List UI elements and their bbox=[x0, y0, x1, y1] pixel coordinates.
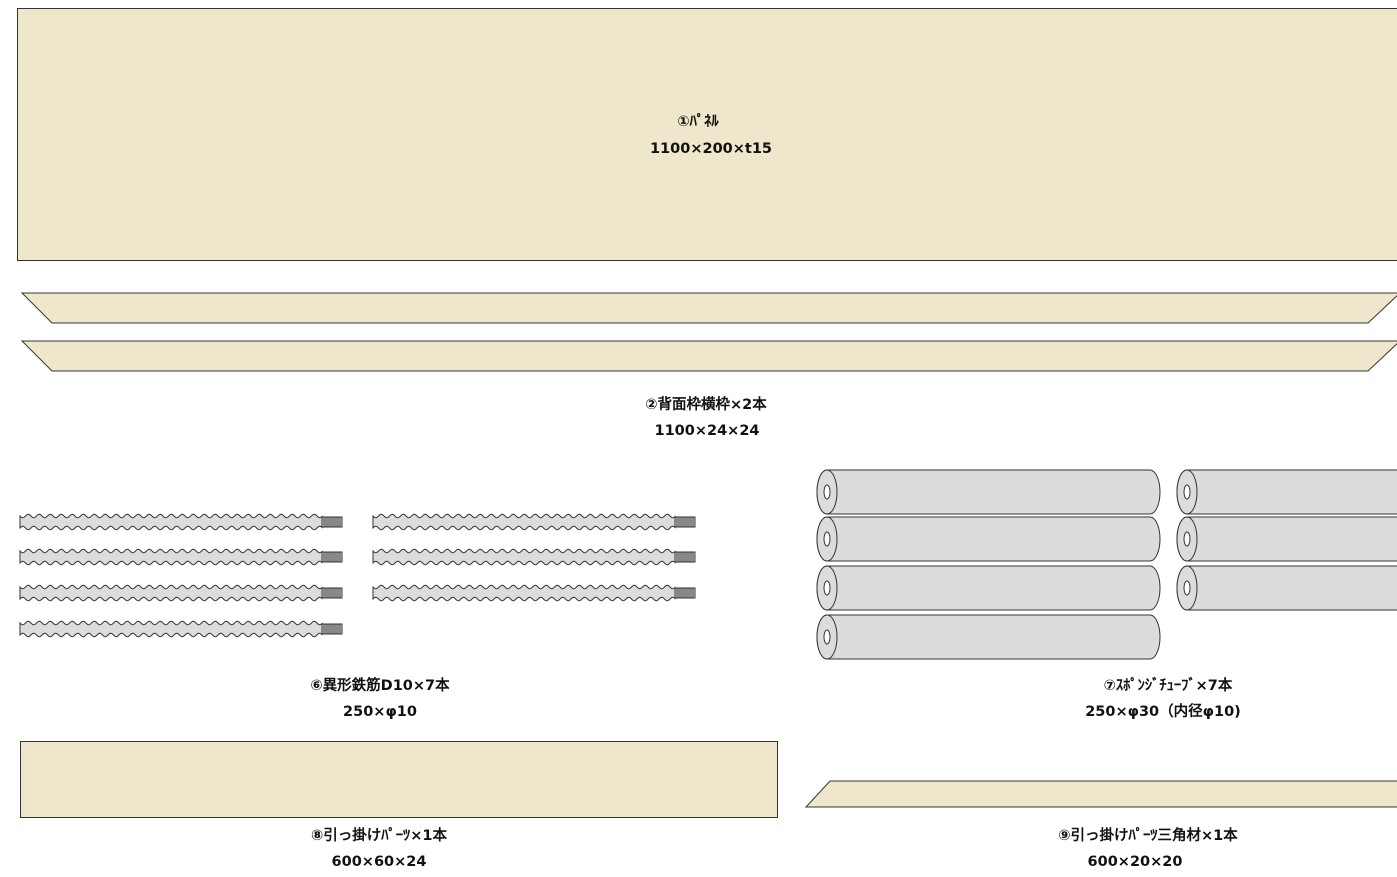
rebar-bar bbox=[372, 584, 696, 602]
back-frame-name: ②背面枠横枠×2本 bbox=[645, 395, 767, 413]
sponge-tube bbox=[816, 614, 1161, 660]
hook-part: ⑧引っ掛けﾊﾟｰﾂ×1本 600×60×24 bbox=[20, 741, 778, 870]
panel-board bbox=[17, 8, 1397, 261]
panel-part: ①ﾊﾟﾈﾙ 1100×200×t15 bbox=[17, 8, 1397, 261]
hook-part-board bbox=[20, 741, 778, 818]
hook-triangle-part: ⑨引っ掛けﾊﾟｰﾂ三角材×1本 600×20×20 bbox=[804, 780, 1397, 870]
sponge-tube-part: ⑦ｽﾎﾟﾝｼﾞﾁｭｰﾌﾞ×7本 250×φ30（内径φ10) bbox=[816, 469, 1397, 720]
sponge-tube-name: ⑦ｽﾎﾟﾝｼﾞﾁｭｰﾌﾞ×7本 bbox=[1104, 676, 1233, 694]
back-frame-part: ②背面枠横枠×2本 1100×24×24 bbox=[20, 292, 1397, 439]
rebar-bar bbox=[19, 548, 343, 566]
rebar-bar bbox=[372, 548, 696, 566]
hook-triangle-bar bbox=[804, 780, 1397, 808]
hook-triangle-size: 600×20×20 bbox=[1088, 854, 1183, 870]
sponge-tube bbox=[1176, 565, 1397, 611]
back-frame-rail bbox=[20, 340, 1397, 372]
rebar-name: ⑥異形鉄筋D10×7本 bbox=[310, 676, 450, 694]
sponge-tube bbox=[1176, 469, 1397, 515]
rebar-bar bbox=[19, 620, 343, 638]
hook-part-name: ⑧引っ掛けﾊﾟｰﾂ×1本 bbox=[311, 826, 448, 844]
rebar-size: 250×φ10 bbox=[343, 704, 417, 720]
back-frame-size: 1100×24×24 bbox=[654, 423, 759, 439]
rebar-bar bbox=[19, 584, 343, 602]
rebar-part: ⑥異形鉄筋D10×7本 250×φ10 bbox=[19, 513, 696, 720]
rebar-bar bbox=[372, 513, 696, 531]
rebar-bar bbox=[19, 513, 343, 531]
sponge-tube bbox=[816, 469, 1161, 515]
sponge-tube bbox=[816, 516, 1161, 562]
hook-part-size: 600×60×24 bbox=[332, 854, 427, 870]
sponge-tube bbox=[1176, 516, 1397, 562]
back-frame-rail bbox=[20, 292, 1397, 324]
sponge-tube-size: 250×φ30（内径φ10) bbox=[1085, 702, 1241, 720]
panel-name: ①ﾊﾟﾈﾙ bbox=[677, 112, 719, 130]
hook-triangle-name: ⑨引っ掛けﾊﾟｰﾂ三角材×1本 bbox=[1058, 826, 1238, 844]
panel-size: 1100×200×t15 bbox=[650, 141, 772, 157]
sponge-tube bbox=[816, 565, 1161, 611]
